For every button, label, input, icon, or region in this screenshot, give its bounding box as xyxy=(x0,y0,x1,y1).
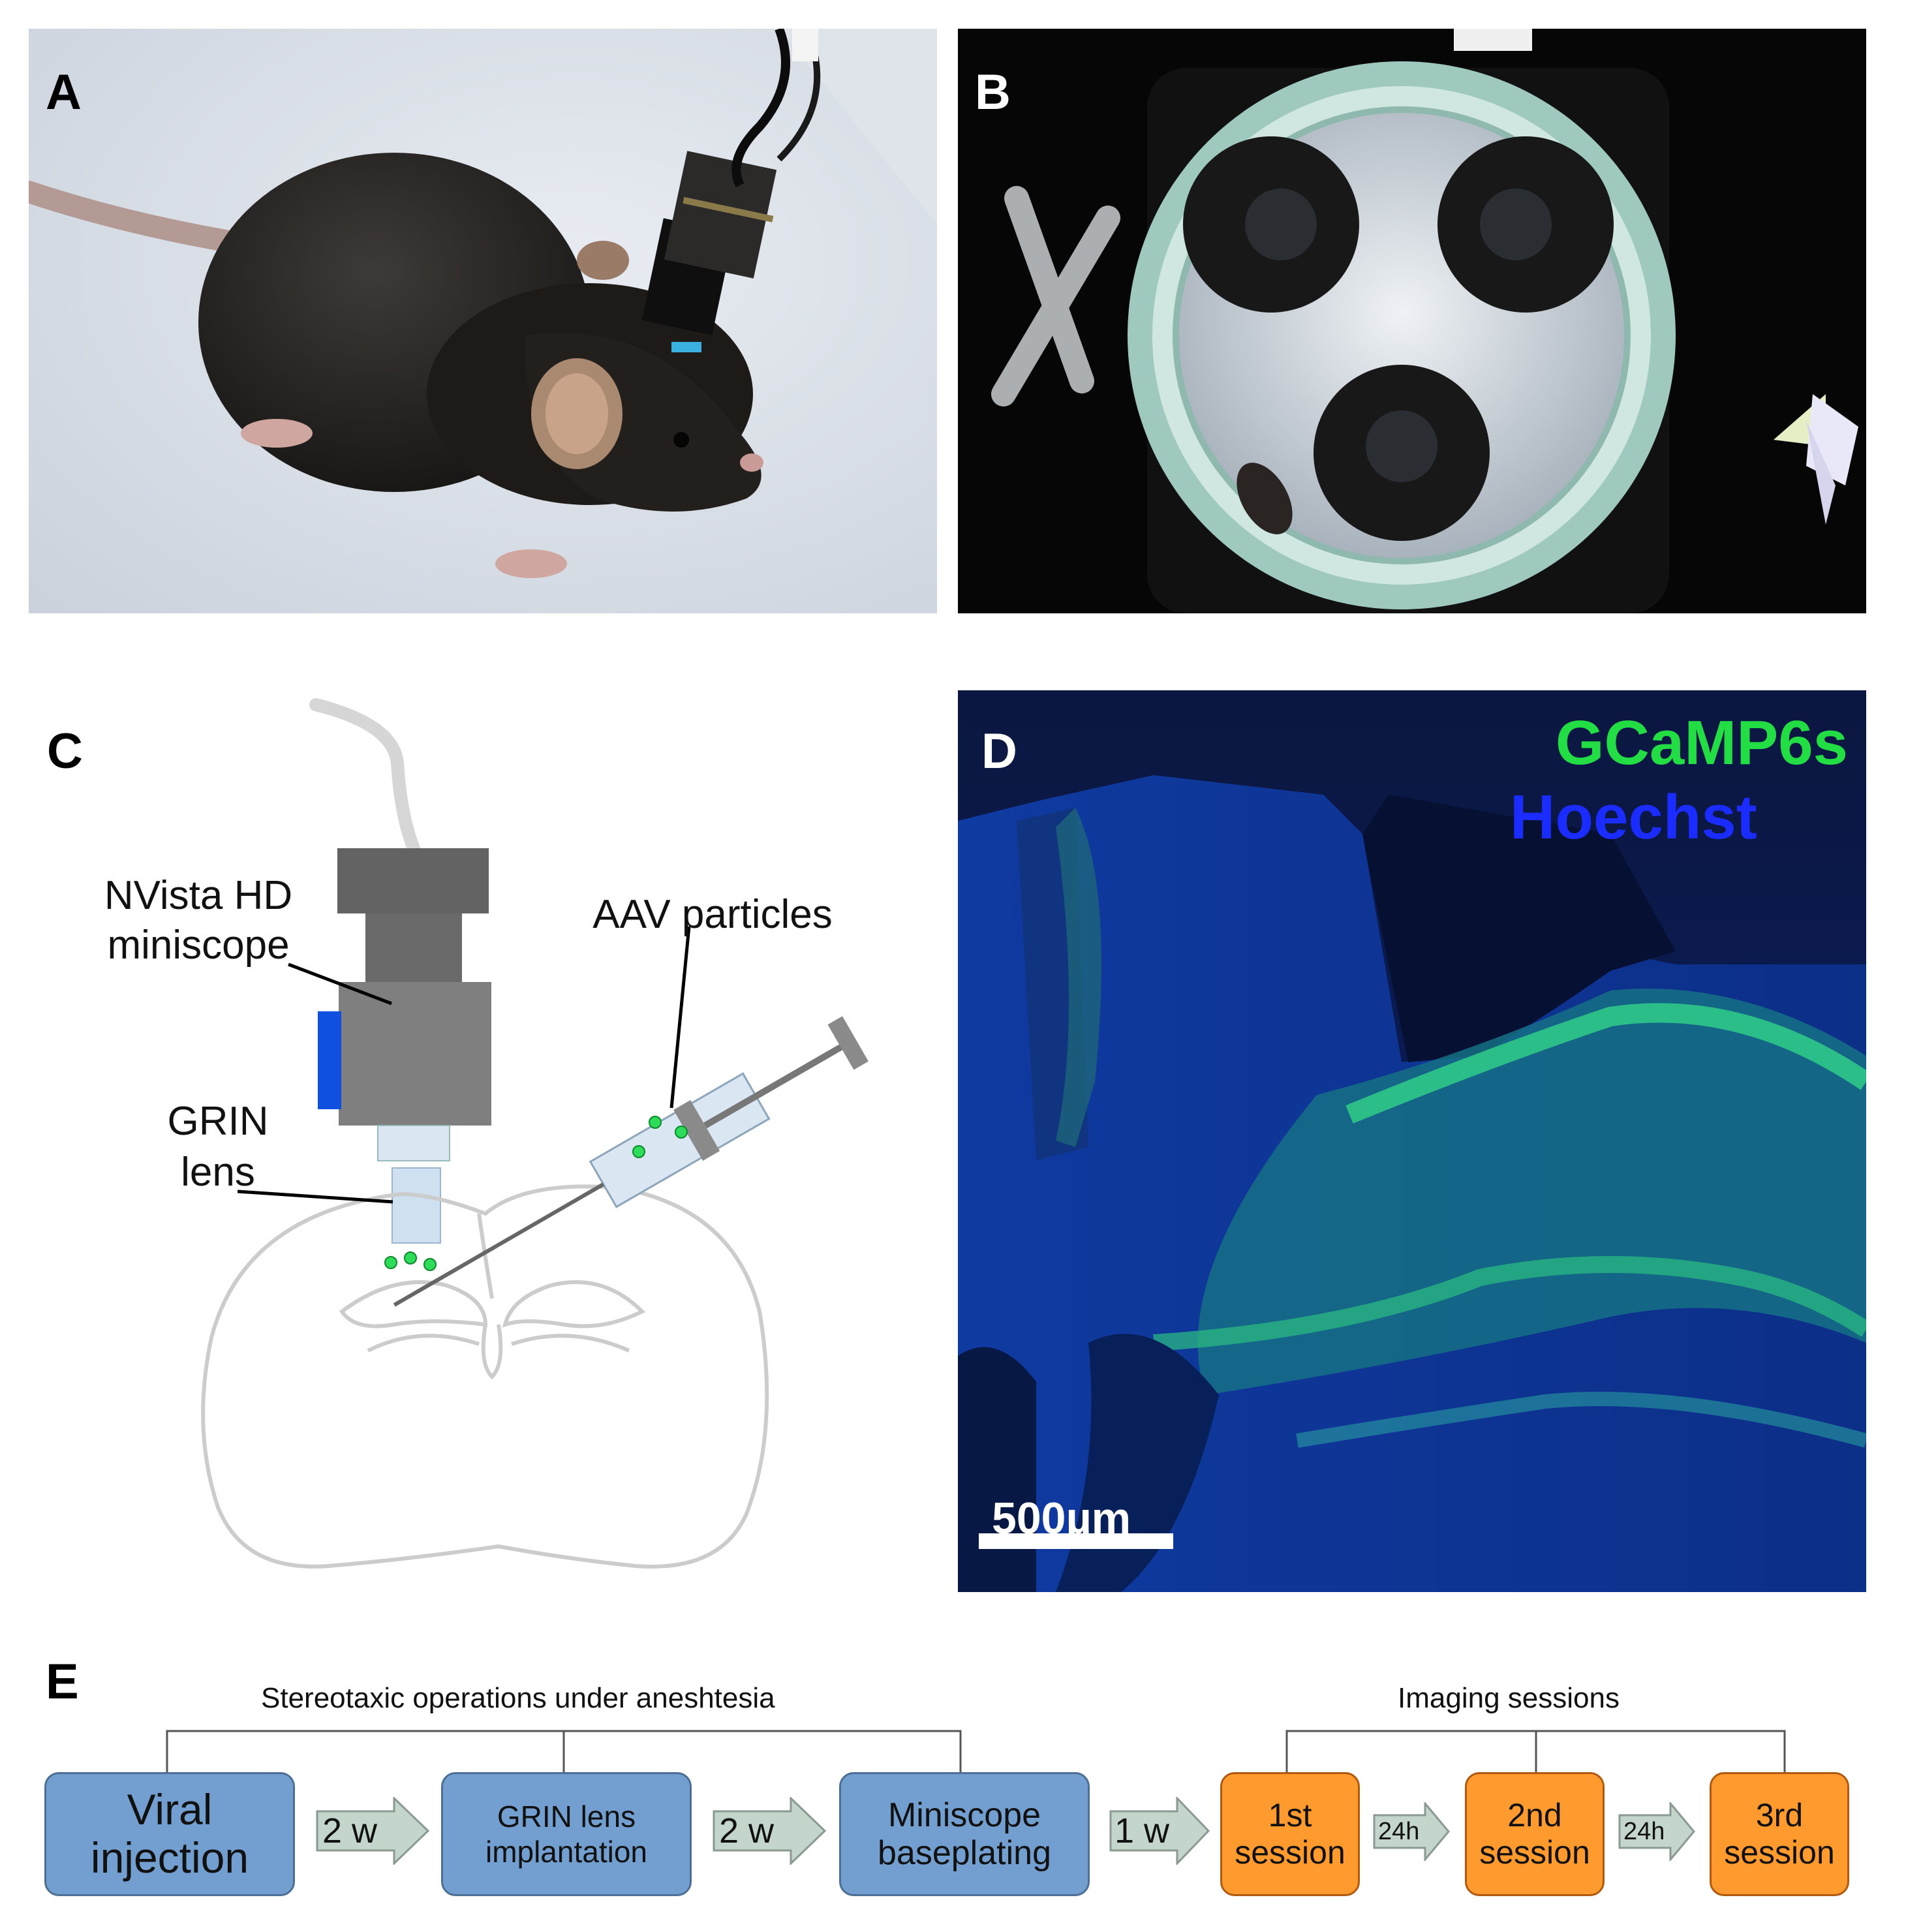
miniscope-blue-led xyxy=(318,1011,341,1109)
grin-lens-label: GRIN lens xyxy=(167,1099,269,1195)
panel-d-histology: D GCaMP6s Hoechst 500µm xyxy=(958,690,1872,1592)
panel-b-photo: B xyxy=(958,29,1866,613)
step-grin-lens-implantation: GRIN lens implantation xyxy=(441,1772,692,1896)
panel-c-label: C xyxy=(47,724,83,779)
interval-label-5: 24h xyxy=(1623,1817,1665,1845)
mouse-photo-image xyxy=(18,27,937,613)
arrow-right-icon xyxy=(1109,1796,1210,1866)
interval-arrow-4: 24h xyxy=(1373,1800,1451,1863)
miniscope-body-block xyxy=(339,982,491,1126)
panel-c-schematic: C NVista HD miniscope GRIN lens AAV part… xyxy=(29,672,937,1599)
arrow-right-icon xyxy=(1618,1800,1695,1863)
panel-a-label: A xyxy=(46,65,82,120)
syringe-needle xyxy=(393,1182,605,1307)
step-miniscope-baseplating: Miniscope baseplating xyxy=(839,1772,1090,1896)
panel-a-photo: A xyxy=(18,27,937,613)
header-stereotaxic: Stereotaxic operations under aneshtesia xyxy=(261,1682,775,1714)
aav-particles-label: AAV particles xyxy=(592,892,833,937)
arrow-right-icon xyxy=(1373,1800,1450,1863)
session-3rd: 3rd session xyxy=(1710,1772,1849,1896)
legend-hoechst: Hoechst xyxy=(1510,782,1757,852)
session-2nd: 2nd session xyxy=(1465,1772,1605,1896)
grin-lens-shape xyxy=(392,1167,441,1244)
arena-photo-image xyxy=(958,29,1866,613)
miniscope-cable xyxy=(309,698,420,855)
scale-bar-label: 500µm xyxy=(992,1494,1131,1543)
interval-label-4: 24h xyxy=(1378,1817,1420,1845)
interval-arrow-1: 2 w xyxy=(316,1796,431,1866)
scale-bar xyxy=(979,1533,1173,1549)
aav-particle xyxy=(404,1251,417,1265)
interval-label-3: 1 w xyxy=(1114,1811,1170,1850)
interval-arrow-3: 1 w xyxy=(1109,1796,1211,1866)
panel-b-label: B xyxy=(975,65,1011,120)
syringe-thumb-rest xyxy=(827,1016,868,1070)
aav-particle xyxy=(423,1258,437,1271)
aav-leader-line xyxy=(669,926,691,1109)
interval-arrow-2: 2 w xyxy=(713,1796,827,1866)
aav-particle xyxy=(649,1116,662,1129)
arrow-right-icon xyxy=(316,1796,430,1866)
step-viral-injection: Viral injection xyxy=(44,1772,295,1896)
aav-particle xyxy=(675,1126,688,1139)
miniscope-baseplate xyxy=(377,1125,450,1161)
panel-e-label: E xyxy=(46,1654,79,1710)
aav-particle xyxy=(632,1145,645,1158)
hippocampus-histology-image xyxy=(958,690,1872,1592)
interval-label-2: 2 w xyxy=(719,1811,775,1850)
aav-particle xyxy=(384,1256,397,1269)
panel-d-label: D xyxy=(981,724,1017,779)
syringe-plunger xyxy=(703,1041,848,1129)
miniscope-top-block xyxy=(337,848,489,913)
interval-label-1: 2 w xyxy=(322,1811,378,1850)
miniscope-leader-line xyxy=(288,962,392,1005)
session-1st: 1st session xyxy=(1220,1772,1360,1896)
syringe-stopper xyxy=(673,1100,720,1161)
header-imaging-sessions: Imaging sessions xyxy=(1398,1682,1620,1714)
interval-arrow-5: 24h xyxy=(1618,1800,1697,1863)
surgery-schematic-diagram xyxy=(201,698,868,1569)
grin-leader-line xyxy=(237,1189,393,1204)
miniscope-mid-block xyxy=(365,913,462,985)
miniscope-label: NVista HD miniscope xyxy=(104,873,293,968)
arrow-right-icon xyxy=(713,1796,827,1866)
legend-gcamp6s: GCaMP6s xyxy=(1555,708,1848,778)
